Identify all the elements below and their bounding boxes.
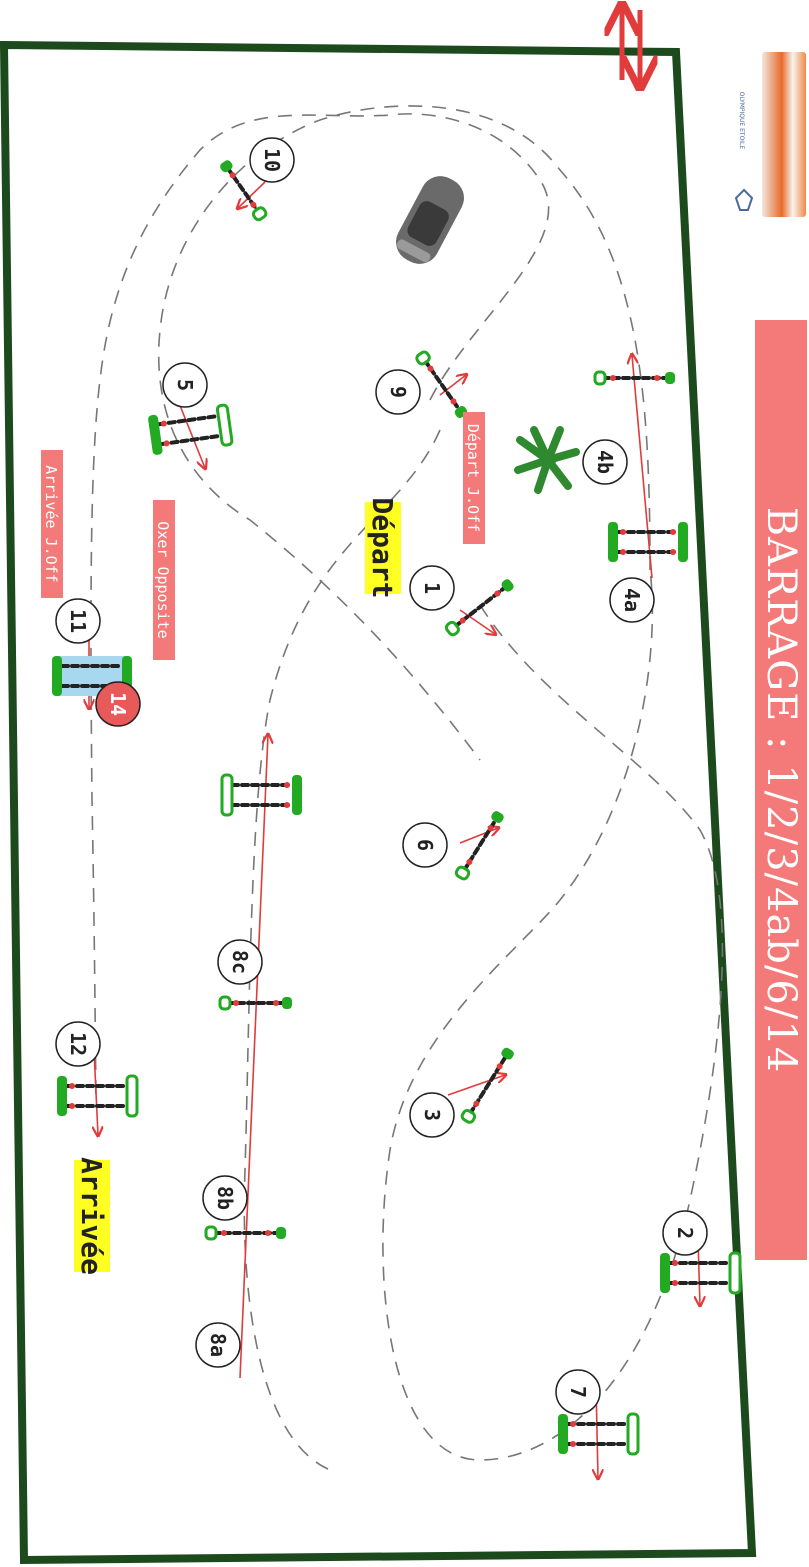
jump-number-1: 1 bbox=[410, 566, 454, 610]
jump-number-label: 10 bbox=[260, 148, 284, 172]
jump-number-label: 4a bbox=[620, 588, 644, 612]
jump-number-9: 9 bbox=[376, 370, 420, 414]
jump-number-label: 2 bbox=[673, 1227, 697, 1239]
jump-number-label: 1 bbox=[420, 582, 444, 594]
jump-number-3: 3 bbox=[410, 1093, 454, 1137]
label-depart: Départ bbox=[365, 497, 401, 598]
jump-number-label: 4b bbox=[593, 450, 617, 474]
jump-number-label: 6 bbox=[413, 839, 437, 851]
jump-number-4a: 4a bbox=[610, 578, 654, 622]
jump-number-label: 12 bbox=[66, 1032, 90, 1056]
svg-text:Arrivée: Arrivée bbox=[75, 1157, 108, 1275]
jump-number-label: 9 bbox=[386, 386, 410, 398]
jump-number-label: 8c bbox=[228, 950, 252, 974]
svg-text:Départ J.Off: Départ J.Off bbox=[464, 424, 482, 532]
sponsor-logo-text: OLYMPIQUE ETOILE bbox=[726, 60, 758, 180]
jump-number-label: 11 bbox=[66, 609, 90, 633]
label-oxer-opposite: Oxer Opposite bbox=[153, 500, 175, 660]
arena-border bbox=[4, 45, 752, 1560]
svg-text:Arrivée J.Off: Arrivée J.Off bbox=[42, 465, 60, 582]
sponsor-logo-image bbox=[762, 52, 806, 217]
jump-number-5: 5 bbox=[163, 363, 207, 407]
jump-number-8a: 8a bbox=[196, 1323, 240, 1367]
logo-emblem-icon bbox=[734, 188, 754, 212]
jump-number-7: 7 bbox=[556, 1370, 600, 1414]
jump-number-6: 6 bbox=[403, 823, 447, 867]
label-arrivee-jo: Arrivée J.Off bbox=[41, 450, 63, 598]
jump-number-4b: 4b bbox=[583, 440, 627, 484]
jump-number-label: 7 bbox=[566, 1386, 590, 1398]
jump-number-label: 8b bbox=[213, 1186, 237, 1210]
barrage-title: BARRAGE : 1/2/3/4ab/6/14 bbox=[755, 320, 807, 1260]
jump-number-10: 10 bbox=[250, 138, 294, 182]
jump-number-2: 2 bbox=[663, 1211, 707, 1255]
jump-number-8b: 8b bbox=[203, 1176, 247, 1220]
label-depart-jo: Départ J.Off bbox=[463, 412, 485, 544]
jump-number-label: 8a bbox=[206, 1333, 230, 1357]
jump-number-label: 3 bbox=[420, 1109, 444, 1121]
jump-number-8c: 8c bbox=[218, 940, 262, 984]
jump-number-label: 14 bbox=[106, 692, 130, 716]
label-arrivee: Arrivée bbox=[74, 1157, 110, 1275]
svg-text:Oxer Opposite: Oxer Opposite bbox=[154, 521, 172, 638]
jump-number-12: 12 bbox=[56, 1022, 100, 1066]
jump-number-14: 14 bbox=[96, 682, 140, 726]
svg-text:Départ: Départ bbox=[366, 497, 399, 598]
jump-number-11: 11 bbox=[56, 599, 100, 643]
jump-number-label: 5 bbox=[173, 379, 197, 391]
